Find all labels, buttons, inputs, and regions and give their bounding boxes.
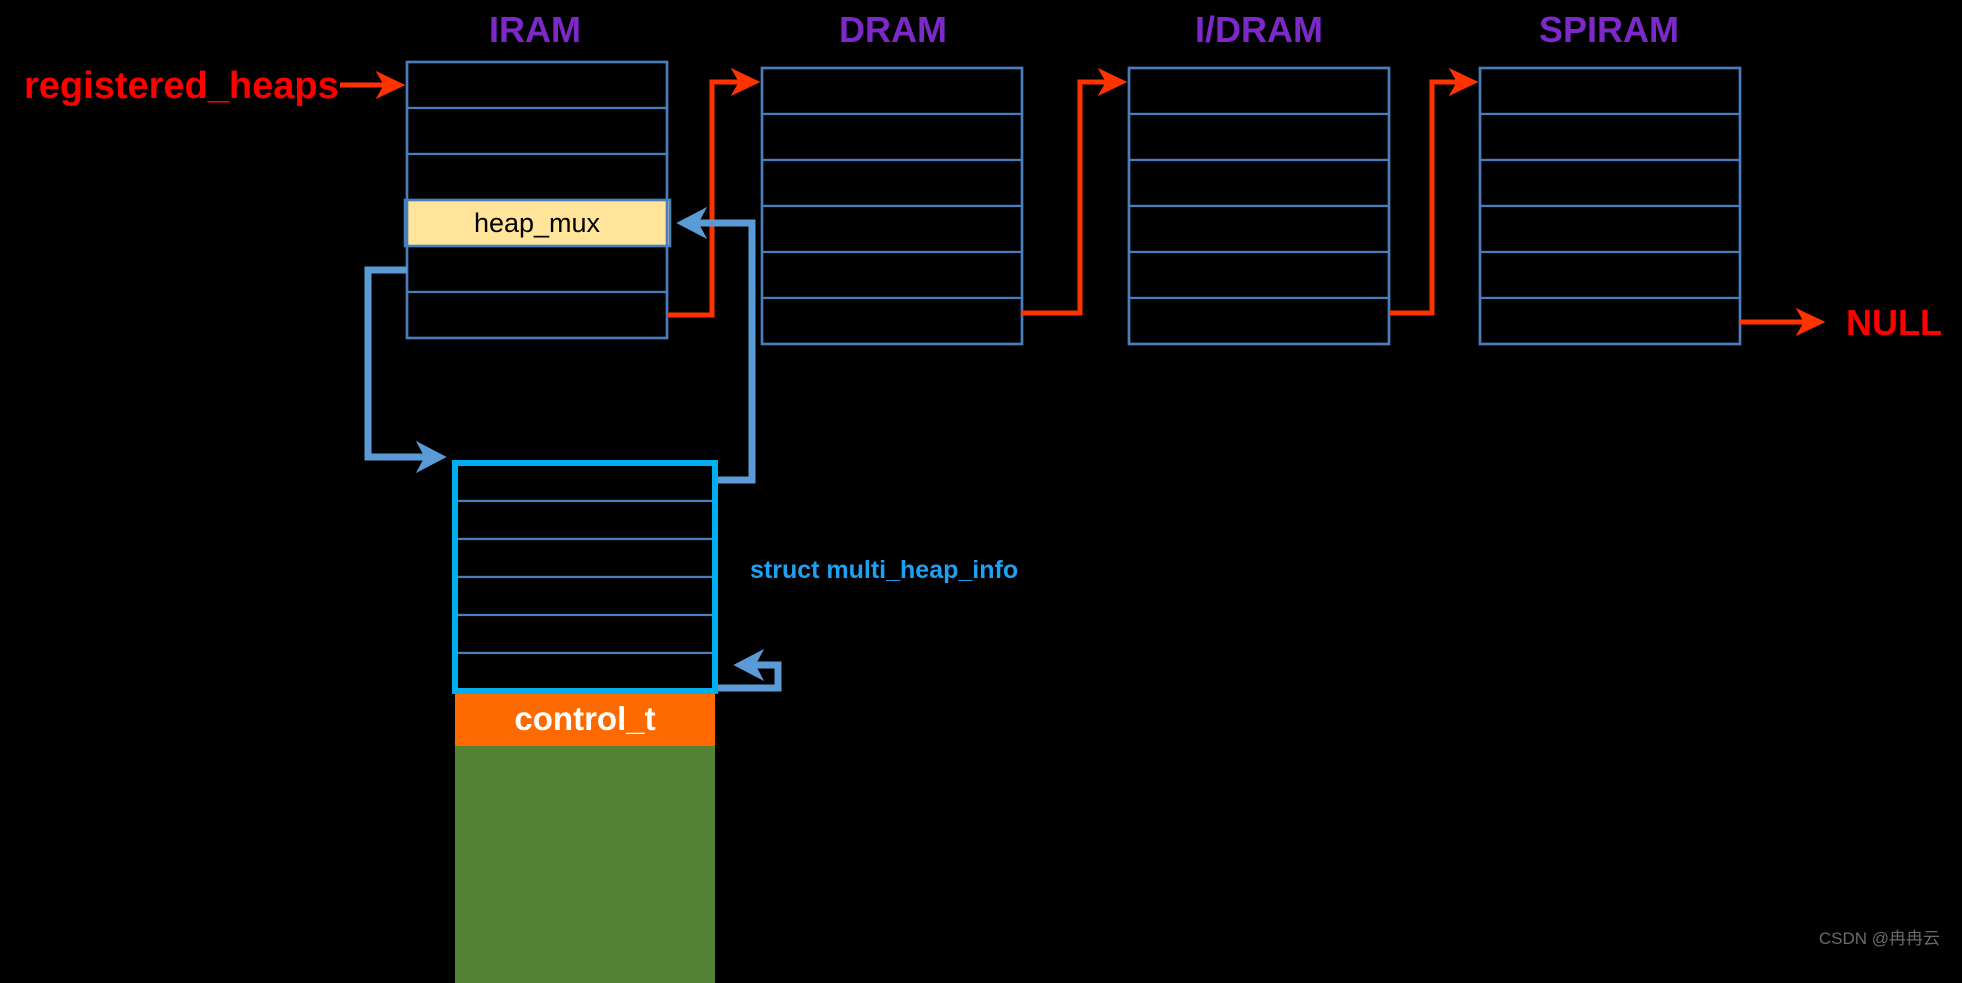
csdn-watermark: CSDN @冉冉云 [1819, 929, 1940, 948]
heap-data-pointer-arrow [364, 266, 447, 474]
multi-heap-info-box[interactable] [452, 460, 718, 694]
heap-box-idram-outline [1127, 66, 1391, 346]
heap-box-iram-row-6 [405, 290, 669, 340]
multi-heap-info-label: struct multi_heap_info [750, 556, 1018, 584]
heap-box-spiram-outline [1478, 66, 1742, 346]
heap-box-idram-row-4 [1127, 204, 1391, 254]
heap-box-iram-row-3 [405, 152, 669, 202]
heap-box-iram[interactable]: heap_mux [403, 60, 672, 340]
control-t-label: control_t [514, 700, 655, 737]
heap-box-iram-row-2 [405, 106, 669, 156]
heap-control-backlink-arrow [718, 648, 782, 692]
heap-box-iram-outline [405, 60, 669, 340]
heap-box-iram-row-1 [405, 60, 669, 110]
heap-box-spiram-row-4 [1478, 204, 1742, 254]
heap-pool-block[interactable] [455, 746, 715, 983]
heap-box-spiram-row-3 [1478, 158, 1742, 208]
heap-box-dram-row-5 [760, 250, 1024, 300]
heap-box-idram-row-1 [1127, 66, 1391, 116]
next-arrow-dram-to-idram [1022, 67, 1128, 316]
heap-box-idram[interactable] [1127, 66, 1391, 346]
null-label: NULL [1846, 302, 1942, 343]
heap-box-dram[interactable] [760, 66, 1024, 346]
multi-heap-info-row-5 [453, 613, 717, 655]
heap-box-title-dram: DRAM [839, 9, 947, 50]
heap-box-spiram-row-6 [1478, 296, 1742, 346]
heap-box-idram-row-5 [1127, 250, 1391, 300]
multi-heap-info-outline [452, 460, 718, 694]
multi-heap-info-row-1 [453, 461, 717, 503]
heap-box-iram-row-4-heap-mux [403, 198, 672, 248]
heap-mux-label: heap_mux [474, 208, 601, 238]
registered-heaps-label: registered_heaps [24, 65, 339, 107]
next-arrow-iram-to-dram [667, 67, 761, 318]
heap-mux-backlink-arrow [676, 206, 756, 484]
heap-box-dram-row-6 [760, 296, 1024, 346]
heap-box-spiram[interactable] [1478, 66, 1742, 346]
heap-box-dram-row-4 [760, 204, 1024, 254]
heap-box-iram-row-5 [405, 244, 669, 294]
heap-box-dram-row-2 [760, 112, 1024, 162]
heap-box-idram-row-2 [1127, 112, 1391, 162]
multi-heap-info-row-3 [453, 537, 717, 579]
heap-box-dram-outline [760, 66, 1024, 346]
heap-box-dram-row-3 [760, 158, 1024, 208]
multi-heap-info-row-2 [453, 499, 717, 541]
heap-box-idram-row-3 [1127, 158, 1391, 208]
heap-box-dram-row-1 [760, 66, 1024, 116]
multi-heap-info-row-4 [453, 575, 717, 617]
heap-box-spiram-row-2 [1478, 112, 1742, 162]
multi-heap-info-row-6 [453, 651, 717, 693]
heap-box-spiram-row-5 [1478, 250, 1742, 300]
control-t-block[interactable] [455, 694, 715, 746]
heap-box-title-spiram: SPIRAM [1539, 9, 1679, 50]
heap-box-title-iram: IRAM [489, 9, 581, 50]
heap-box-title-idram: I/DRAM [1195, 9, 1323, 50]
next-arrow-idram-to-spiram [1389, 67, 1479, 316]
heap-memory-bracket [423, 688, 449, 983]
heap-box-idram-row-6 [1127, 296, 1391, 346]
heap-box-spiram-row-1 [1478, 66, 1742, 116]
